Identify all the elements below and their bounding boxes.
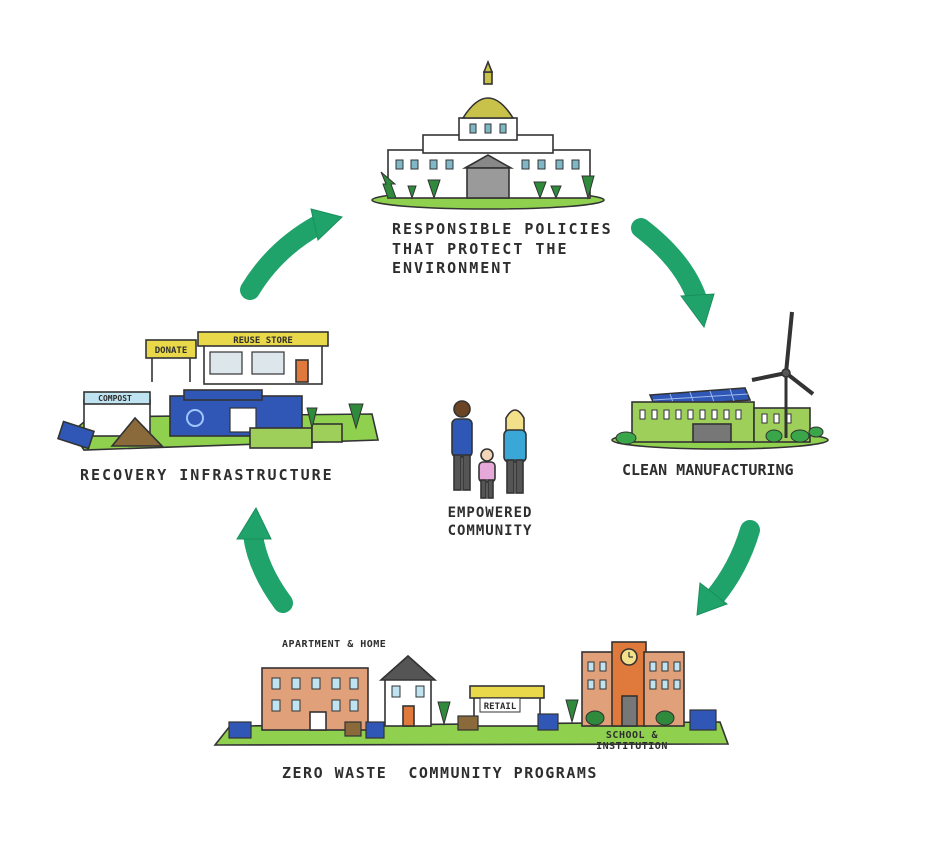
community-people-illustration: [451, 400, 527, 499]
school-institution-label: SCHOOL & INSTITUTION: [596, 730, 668, 752]
policies-stage-label: RESPONSIBLE POLICIES THAT PROTECT THE EN…: [392, 220, 613, 277]
compost-sign: COMPOST: [98, 394, 132, 403]
apartment-home-label: APARTMENT & HOME: [282, 639, 387, 650]
manufacturing-stage-label: CLEAN MANUFACTURING: [622, 461, 794, 479]
community-programs-stage-label: ZERO WASTE COMMUNITY PROGRAMS: [282, 764, 598, 782]
recovery-infrastructure-illustration: REUSE STORE DONATE COMPOST: [56, 331, 379, 451]
recovery-stage-label: RECOVERY INFRASTRUCTURE: [80, 466, 334, 484]
donate-sign: DONATE: [155, 346, 188, 356]
arrow-community-to-recovery: [236, 506, 293, 613]
community-programs-illustration: RETAIL: [213, 641, 730, 746]
capitol-building-illustration: [371, 59, 605, 210]
clean-manufacturing-illustration: [611, 311, 829, 450]
arrow-manufacturing-to-community: [696, 520, 760, 616]
empowered-community-label: EMPOWERED COMMUNITY: [447, 505, 533, 540]
reuse-store-sign: REUSE STORE: [233, 336, 293, 346]
arrow-recovery-to-policies: [240, 208, 343, 300]
arrow-policies-to-manufacturing: [631, 218, 715, 329]
retail-sign: RETAIL: [484, 702, 517, 712]
